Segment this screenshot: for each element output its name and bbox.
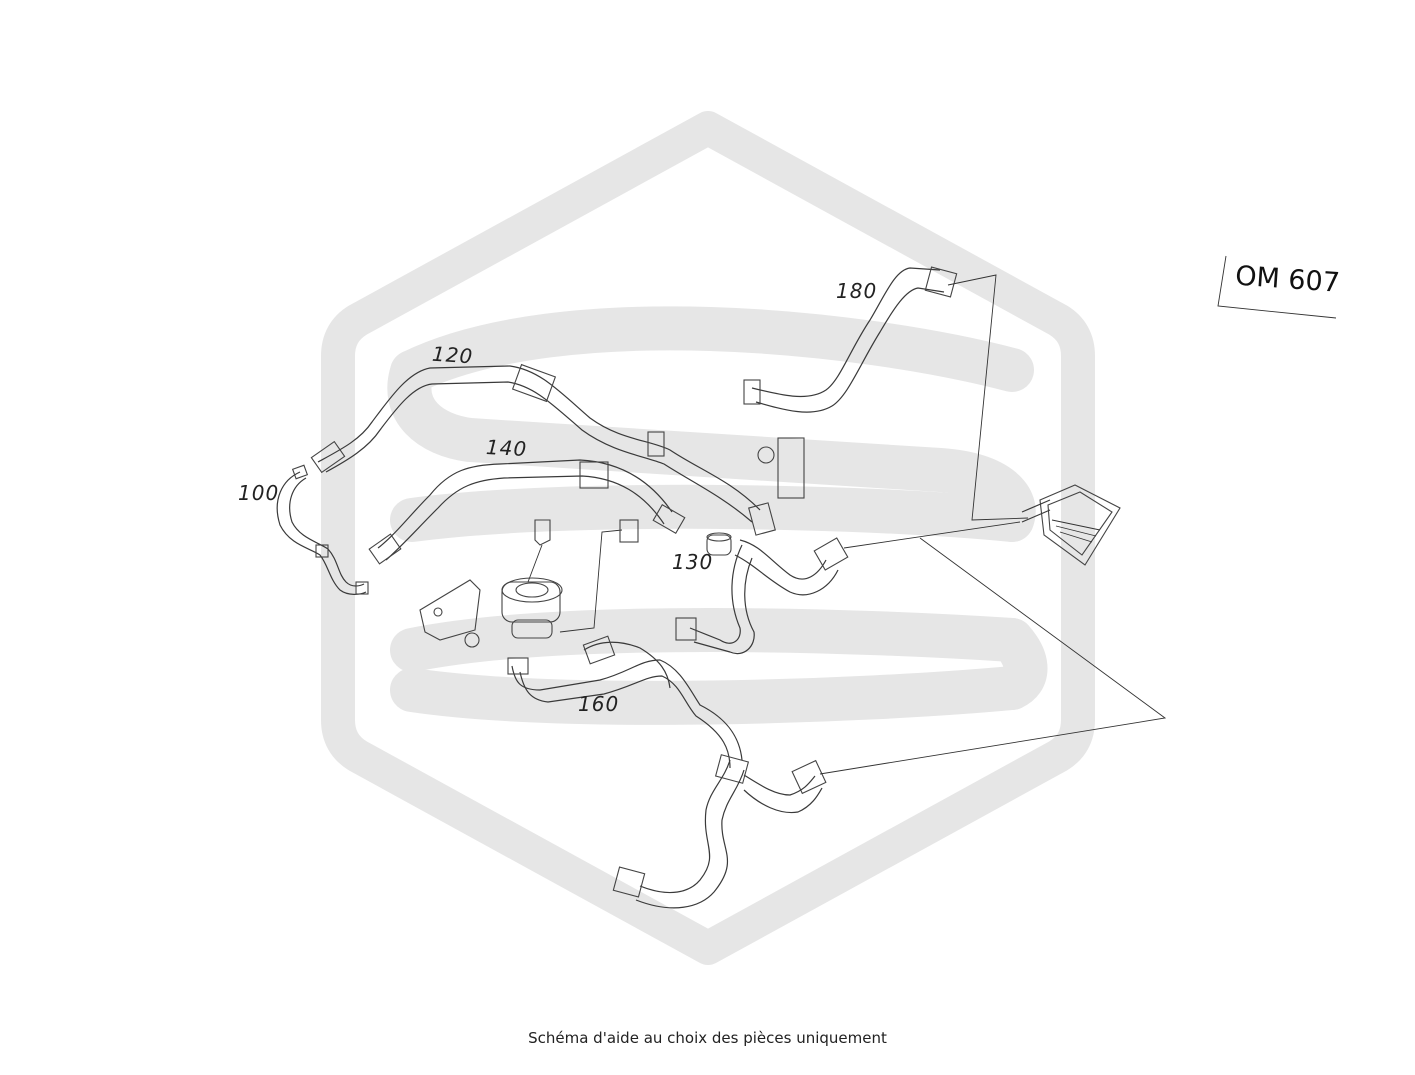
callout-180: 180 xyxy=(836,279,877,303)
engine-code-label: OM 607 xyxy=(1217,255,1341,319)
hose-140[interactable] xyxy=(368,459,686,565)
heat-exchanger[interactable] xyxy=(1021,484,1121,566)
hose-lower-y[interactable] xyxy=(612,754,827,909)
callout-120: 120 xyxy=(431,342,474,369)
callout-100: 100 xyxy=(238,481,279,505)
callout-140: 140 xyxy=(485,435,527,461)
fitting-130[interactable] xyxy=(706,532,732,556)
footer-caption: Schéma d'aide au choix des pièces unique… xyxy=(528,1029,887,1047)
watermark-logo xyxy=(321,111,1095,965)
water-pump[interactable] xyxy=(419,519,639,648)
engine-code: OM 607 xyxy=(1234,261,1341,299)
hose-180[interactable] xyxy=(743,266,958,413)
hose-120[interactable] xyxy=(310,363,776,536)
hose-160[interactable] xyxy=(507,635,743,769)
hose-100[interactable] xyxy=(276,464,369,595)
leader-lines xyxy=(819,274,1167,775)
hose-connector-mid[interactable] xyxy=(675,437,849,655)
callout-130: 130 xyxy=(672,550,713,574)
callout-160: 160 xyxy=(578,692,619,716)
